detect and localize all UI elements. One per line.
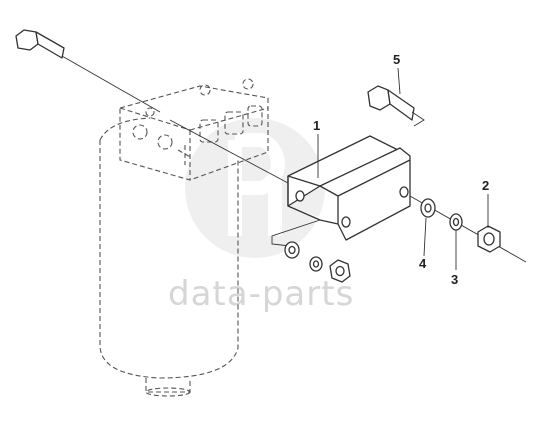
filter-housing <box>99 78 269 397</box>
callout-4: 4 <box>419 256 427 271</box>
long-bolt <box>15 29 289 184</box>
callout-1: 1 <box>313 118 320 133</box>
callout-leaders <box>317 67 489 270</box>
short-bolt <box>367 85 425 127</box>
callout-2: 2 <box>482 178 489 193</box>
lower-hardware <box>271 219 351 283</box>
bracket <box>287 135 411 241</box>
callout-3: 3 <box>451 272 458 287</box>
watermark-logo <box>185 118 325 258</box>
right-hardware <box>409 195 527 263</box>
watermark-text: data-parts <box>168 274 354 314</box>
callout-5: 5 <box>393 52 400 67</box>
